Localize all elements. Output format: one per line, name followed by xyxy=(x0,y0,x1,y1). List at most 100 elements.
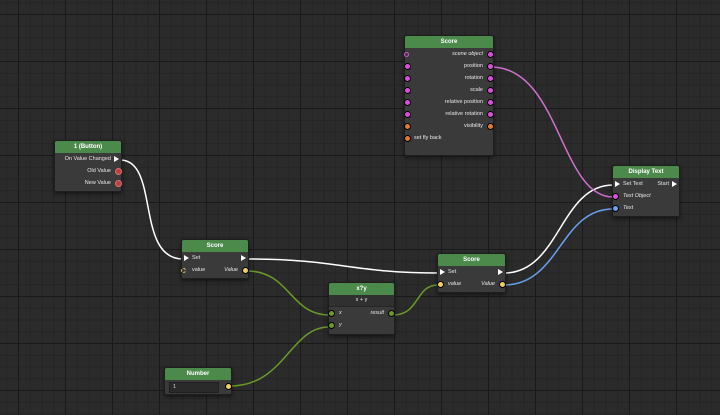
node-title: Number xyxy=(165,368,231,380)
row-label: Value xyxy=(481,281,495,287)
row-label: rotation xyxy=(464,75,483,81)
position-output-pin[interactable] xyxy=(487,63,494,70)
row-label: New Value xyxy=(84,180,111,186)
new-value-output-pin[interactable] xyxy=(115,180,122,187)
row-set: Set xyxy=(182,252,248,264)
row-label: scene object xyxy=(452,51,483,57)
row-label: Set Text xyxy=(623,181,643,187)
exec-output-icon[interactable] xyxy=(114,156,119,162)
scale-output-pin[interactable] xyxy=(487,87,494,94)
row-label: result xyxy=(370,310,384,316)
row-on-value-changed: On Value Changed xyxy=(55,153,121,165)
position-input-pin[interactable] xyxy=(404,63,411,70)
result-output-pin[interactable] xyxy=(388,310,395,317)
relative-position-output-pin[interactable] xyxy=(487,99,494,106)
value-output-pin[interactable] xyxy=(242,267,249,274)
wire-value-to-x xyxy=(246,270,330,316)
row-label: Set xyxy=(448,269,457,275)
row-label: Text Object xyxy=(623,193,651,199)
row-label: Old Value xyxy=(87,168,111,174)
row-set-text: Set Text Start xyxy=(613,178,679,190)
set-fly-back-input-pin[interactable] xyxy=(404,135,411,142)
y-input-pin[interactable] xyxy=(328,322,335,329)
node-title: Score xyxy=(182,240,248,252)
operation-label: x + y xyxy=(329,295,394,307)
node-set-score[interactable]: Score Set value Value xyxy=(181,239,249,279)
row-label: value xyxy=(448,281,462,287)
row-label: relative rotation xyxy=(445,111,483,117)
row-label: position xyxy=(464,63,483,69)
wire-score-value-to-text xyxy=(503,208,614,286)
node-score[interactable]: Score Set value Value xyxy=(437,253,506,293)
rotation-output-pin[interactable] xyxy=(487,75,494,82)
exec-input-icon[interactable] xyxy=(615,181,620,187)
node-title: Score xyxy=(438,254,505,266)
value-input-pin[interactable] xyxy=(437,281,444,288)
row-rotation: rotation xyxy=(404,72,494,84)
exec-output-icon[interactable] xyxy=(672,181,677,187)
rotation-input-pin[interactable] xyxy=(404,75,411,82)
exec-input-icon[interactable] xyxy=(440,269,445,275)
x-input-pin[interactable] xyxy=(328,310,335,317)
row-label: On Value Changed xyxy=(64,156,111,162)
scene-object-output-pin[interactable] xyxy=(487,51,494,58)
wire-scene-object-to-text-object xyxy=(490,66,614,198)
row-y: y xyxy=(328,319,394,331)
row-new-value: New Value xyxy=(55,177,122,189)
number-output-pin[interactable] xyxy=(225,383,232,390)
row-set-fly-back: set fly back xyxy=(404,132,493,144)
node-title: x?y xyxy=(329,283,394,295)
row-relative-position: relative position xyxy=(404,96,494,108)
text-input-pin[interactable] xyxy=(612,205,619,212)
row-x: x result xyxy=(328,307,395,319)
row-old-value: Old Value xyxy=(55,165,122,177)
wire-score-to-display-text xyxy=(503,184,614,274)
visibility-input-pin[interactable] xyxy=(404,123,411,130)
wire-number-to-y xyxy=(229,326,330,387)
row-label: Value xyxy=(224,267,238,273)
row-label: y xyxy=(339,322,342,328)
row-visibility: visibility xyxy=(404,120,494,132)
text-object-input-pin[interactable] xyxy=(612,193,619,200)
row-text-object: Text Object xyxy=(612,190,679,202)
row-position: position xyxy=(404,60,494,72)
visibility-output-pin[interactable] xyxy=(487,123,494,130)
wire-result-to-score-value xyxy=(392,284,439,316)
relative-rotation-output-pin[interactable] xyxy=(487,111,494,118)
exec-output-icon[interactable] xyxy=(498,269,503,275)
row-scene-object: scene object xyxy=(404,48,494,60)
old-value-output-pin[interactable] xyxy=(115,168,122,175)
row-value: value Value xyxy=(437,278,506,290)
exec-output-icon[interactable] xyxy=(241,255,246,261)
row-scale: scale xyxy=(404,84,494,96)
row-label: set fly back xyxy=(414,135,442,141)
row-label: scale xyxy=(470,87,483,93)
node-scene-score[interactable]: Score scene object position rotation sca… xyxy=(404,35,494,156)
node-add[interactable]: x?y x + y x result y xyxy=(328,282,395,335)
wire-button-to-set-score xyxy=(119,159,184,260)
row-text: Text xyxy=(612,202,679,214)
sun-pin-icon[interactable] xyxy=(181,267,186,273)
row-label: value xyxy=(192,267,206,273)
row-label: visibility xyxy=(464,123,483,129)
row-label: Set xyxy=(192,255,201,261)
row-set: Set xyxy=(438,266,505,278)
scale-input-pin[interactable] xyxy=(404,87,411,94)
row-number-value: 1 xyxy=(165,380,232,393)
row-label: Start xyxy=(657,181,669,187)
wire-set-score-to-score xyxy=(246,258,441,274)
exec-input-icon[interactable] xyxy=(184,255,189,261)
relative-position-input-pin[interactable] xyxy=(404,99,411,106)
node-title: 1 (Button) xyxy=(55,141,121,153)
number-value-input[interactable]: 1 xyxy=(169,382,219,393)
relative-rotation-input-pin[interactable] xyxy=(404,111,411,118)
value-output-pin[interactable] xyxy=(499,281,506,288)
row-value: value Value xyxy=(181,264,249,276)
row-label: relative position xyxy=(444,99,483,105)
row-relative-rotation: relative rotation xyxy=(404,108,494,120)
row-label: Text xyxy=(623,205,634,211)
node-number[interactable]: Number 1 xyxy=(164,367,232,395)
node-display-text[interactable]: Display Text Set Text Start Text Object … xyxy=(612,165,680,217)
hollow-pin-icon[interactable] xyxy=(404,51,409,57)
node-button[interactable]: 1 (Button) On Value Changed Old Value Ne… xyxy=(54,140,122,192)
